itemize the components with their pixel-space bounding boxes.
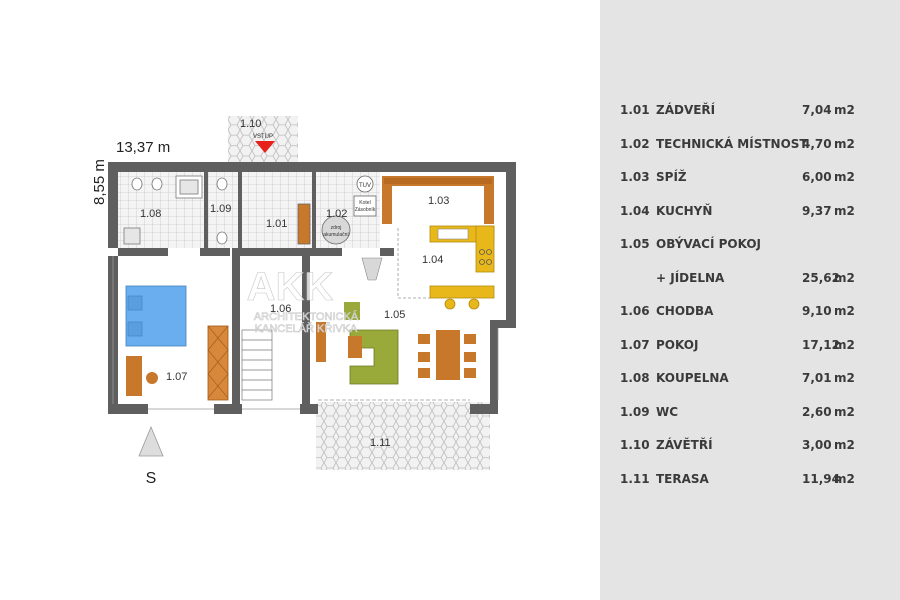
- room-area: 3,00: [802, 438, 832, 452]
- tuv-label: TUV: [359, 183, 371, 189]
- label-1-04: 1.04: [422, 254, 443, 266]
- room-area: 2,60: [802, 405, 832, 419]
- room-code: 1.10: [620, 438, 650, 452]
- room-code: 1.08: [620, 371, 650, 385]
- room-area: 9,10: [802, 304, 832, 318]
- boiler-label-2: Zásobník: [355, 207, 376, 213]
- label-1-11: 1.11: [370, 437, 391, 449]
- label-1-08: 1.08: [140, 208, 161, 220]
- room-1-11-terrace: [316, 402, 490, 470]
- room-schedule-row: 1.05 OBÝVACÍ POKOJ: [600, 234, 900, 254]
- watermark-line-1: ARCHITEKTONICKÁ: [254, 310, 359, 323]
- room-name: WC: [656, 405, 679, 419]
- room-area: 4,70: [802, 137, 832, 151]
- width-dimension: 13,37 m: [116, 139, 170, 156]
- watermark-logo-text: AKK: [247, 265, 334, 309]
- room-area: 9,37: [802, 204, 832, 218]
- room-unit: m2: [834, 338, 855, 352]
- room-area: 7,04: [802, 103, 832, 117]
- room-code: 1.06: [620, 304, 650, 318]
- entrance-label: VSTUP: [253, 134, 273, 140]
- label-1-10: 1.10: [240, 118, 261, 130]
- room-unit: m2: [834, 472, 855, 486]
- boiler-label: Kotel: [359, 200, 370, 206]
- room-code: 1.11: [620, 472, 650, 486]
- room-name: TERASA: [656, 472, 709, 486]
- label-1-07: 1.07: [166, 371, 187, 383]
- label-1-01: 1.01: [266, 218, 287, 230]
- room-unit: m2: [834, 137, 855, 151]
- north-label: S: [146, 470, 157, 487]
- room-unit: m2: [834, 204, 855, 218]
- room-name: CHODBA: [656, 304, 714, 318]
- room-unit: m2: [834, 304, 855, 318]
- entrance-arrow-icon: [255, 141, 275, 153]
- room-name: + JÍDELNA: [656, 271, 725, 285]
- tank-label-2: akumulační: [323, 232, 349, 238]
- room-unit: m2: [834, 170, 855, 184]
- bedroom-furniture: [125, 285, 229, 401]
- room-name: SPÍŽ: [656, 170, 687, 184]
- room-name: KOUPELNA: [656, 371, 729, 385]
- room-name: KUCHYŇ: [656, 204, 713, 218]
- room-unit: m2: [834, 371, 855, 385]
- label-1-05: 1.05: [384, 309, 405, 321]
- depth-dimension: 8,55 m: [91, 159, 108, 205]
- floor-plan: TUV Kotel Zásobník zdroj akumulační: [91, 116, 516, 487]
- room-code: 1.04: [620, 204, 650, 218]
- north-arrow-icon: [138, 425, 164, 457]
- windows: [112, 256, 499, 410]
- room-1-10-vestibule: [228, 116, 298, 162]
- room-unit: m2: [834, 405, 855, 419]
- room-area: 7,01: [802, 371, 832, 385]
- room-code: 1.09: [620, 405, 650, 419]
- room-code: 1.01: [620, 103, 650, 117]
- room-code: 1.05: [620, 237, 650, 251]
- watermark-line-2: KANCELÁŘ KŘIVKA: [255, 322, 358, 335]
- tank-label: zdroj: [331, 225, 342, 231]
- room-unit: m2: [834, 271, 855, 285]
- tech-room-equipment: [297, 175, 377, 245]
- bathroom-fixtures: [123, 175, 228, 245]
- living-room-furniture: [316, 257, 476, 385]
- room-area: 6,00: [802, 170, 832, 184]
- room-code: 1.03: [620, 170, 650, 184]
- room-unit: m2: [834, 438, 855, 452]
- label-1-02: 1.02: [326, 208, 347, 220]
- room-unit: m2: [834, 103, 855, 117]
- room-area: 25,62: [802, 271, 840, 285]
- room-name: TECHNICKÁ MÍSTNOST: [656, 137, 808, 151]
- room-code: 1.02: [620, 137, 650, 151]
- kitchen-counter: [429, 225, 495, 310]
- label-1-03: 1.03: [428, 195, 449, 207]
- label-1-09: 1.09: [210, 203, 231, 215]
- room-area: 17,12: [802, 338, 840, 352]
- watermark-logo: AKK ARCHITEKTONICKÁ KANCELÁŘ KŘIVKA: [246, 265, 359, 336]
- room-name: ZÁVĚTŘÍ: [656, 438, 713, 452]
- room-name: POKOJ: [656, 338, 699, 352]
- interior-walls: [118, 172, 394, 404]
- room-name: ZÁDVEŘÍ: [656, 103, 716, 117]
- room-code: 1.07: [620, 338, 650, 352]
- label-1-06: 1.06: [270, 303, 291, 315]
- staircase: [241, 329, 273, 401]
- room-name: OBÝVACÍ POKOJ: [656, 237, 762, 251]
- room-area: 11,94: [802, 472, 840, 486]
